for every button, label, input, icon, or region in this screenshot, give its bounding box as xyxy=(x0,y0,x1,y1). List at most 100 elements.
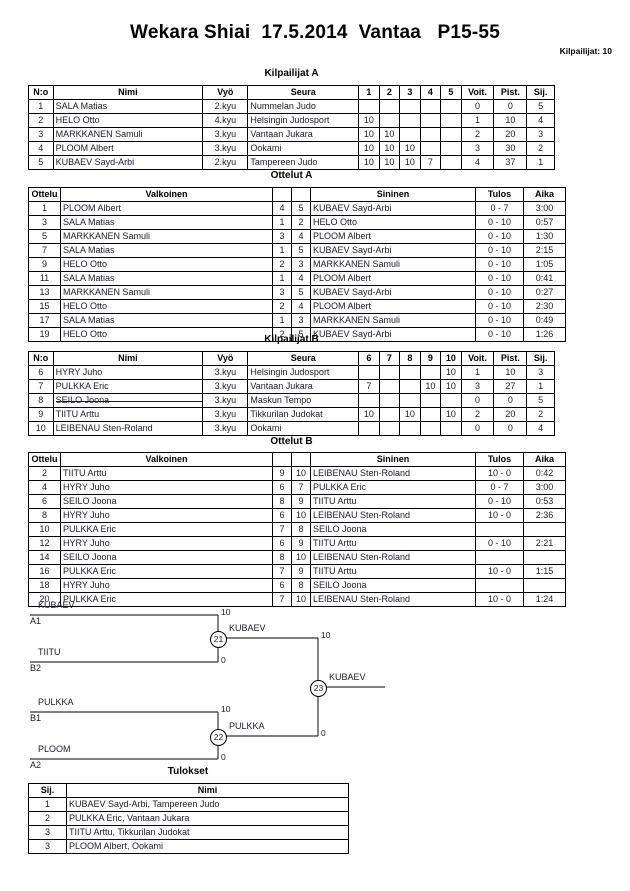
cell-belt: 3.kyu xyxy=(202,393,249,408)
cell-rank: 1 xyxy=(28,797,67,812)
cell-blue-no: 2 xyxy=(291,215,311,230)
cell-wins: 3 xyxy=(460,379,495,394)
cell-match-no: 6 xyxy=(28,494,61,509)
cell-club: Ookami xyxy=(247,421,360,436)
col-m2: 2 xyxy=(378,85,401,100)
cell-wins: 0 xyxy=(460,99,495,114)
cell-white: MARKKANEN Samuli xyxy=(60,285,273,300)
cell-name: TIITU Arttu xyxy=(52,407,204,422)
sf1-node[interactable]: 21 xyxy=(210,631,227,648)
cell-match-no: 13 xyxy=(28,285,61,300)
col-no: N:o xyxy=(28,85,54,100)
cell-time: 1:30 xyxy=(523,229,566,244)
cell-name: SALA Matias xyxy=(52,99,204,114)
cell-belt: 2.kyu xyxy=(202,155,249,170)
cell-match-score xyxy=(378,99,401,114)
cell-time: 1:05 xyxy=(523,257,566,272)
col-match-no: Ottelu xyxy=(28,452,61,467)
cell-belt: 3.kyu xyxy=(202,365,249,380)
cell-result xyxy=(475,522,524,537)
cell-match-no: 11 xyxy=(28,271,61,286)
cell-points: 0 xyxy=(493,393,528,408)
cell-match-no: 16 xyxy=(28,564,61,579)
cell-white: TIITU Arttu xyxy=(60,466,273,481)
cell-points: 20 xyxy=(493,127,528,142)
cell-match-no: 9 xyxy=(28,257,61,272)
cell-club: Maskun Tempo xyxy=(247,393,360,408)
cell-belt: 2.kyu xyxy=(202,99,249,114)
cell-match-score: 10 xyxy=(399,141,421,156)
col-result: Tulos xyxy=(475,187,524,202)
cell-match-score xyxy=(440,155,462,170)
cell-match-score xyxy=(440,141,462,156)
sf2-node[interactable]: 22 xyxy=(210,729,227,746)
cell-result xyxy=(475,550,524,565)
cell-rank: 3 xyxy=(526,127,555,142)
cell-match-no: 3 xyxy=(28,215,61,230)
cell-blue: SEILO Joona xyxy=(310,522,476,537)
cell-no: 8 xyxy=(28,393,54,408)
cell-white-no: 1 xyxy=(272,243,292,258)
cell-match-score: 10 xyxy=(440,407,462,422)
cell-points: 37 xyxy=(493,155,528,170)
cell-white: HYRY Juho xyxy=(60,536,273,551)
cell-blue-no: 5 xyxy=(291,327,311,342)
cell-blue-no: 10 xyxy=(291,466,311,481)
cell-rank: 1 xyxy=(526,155,555,170)
cell-no: 6 xyxy=(28,365,54,380)
cell-match-score xyxy=(399,393,421,408)
cell-match-no: 4 xyxy=(28,480,61,495)
cell-match-score xyxy=(378,379,401,394)
cell-club: Nummelan Judo xyxy=(247,99,360,114)
pool-a-header-row: N:o Nimi Vyö Seura 1 2 3 4 5 Voit. Pist.… xyxy=(28,85,555,100)
col-m1: 1 xyxy=(358,85,380,100)
cell-match-score: 10 xyxy=(378,155,401,170)
cell-match-score xyxy=(419,365,442,380)
cell-result: 10 - 0 xyxy=(475,564,524,579)
cell-blue-no: 8 xyxy=(291,522,311,537)
bracket-entry-name-3: PULKKA xyxy=(38,697,74,707)
matches-b-header-row: Ottelu Valkoinen Sininen Tulos Aika xyxy=(28,452,566,467)
sf2-top-score: 10 xyxy=(221,704,231,714)
cell-no: 5 xyxy=(28,155,54,170)
cell-white: HYRY Juho xyxy=(60,508,273,523)
pool-b-table: N:o Nimi Vyö Seura 6 7 8 9 10 Voit. Pist… xyxy=(28,351,555,436)
cell-time xyxy=(523,522,566,537)
cell-match-score xyxy=(358,365,380,380)
cell-match-score xyxy=(378,421,401,436)
cell-match-score: 7 xyxy=(358,379,380,394)
col-time: Aika xyxy=(523,187,566,202)
cell-no: 7 xyxy=(28,379,54,394)
cell-white: PULKKA Eric xyxy=(60,564,273,579)
col-m9: 9 xyxy=(419,351,442,366)
cell-name: KUBAEV Sayd-Arbi, Tampereen Judo xyxy=(66,797,349,812)
cell-blue-no: 7 xyxy=(291,480,311,495)
cell-blue: TIITU Arttu xyxy=(310,564,476,579)
final-node[interactable]: 23 xyxy=(310,680,327,697)
cell-club: Vantaan Jukara xyxy=(247,127,360,142)
sf2-bottom-score: 0 xyxy=(221,752,226,762)
cell-match-score xyxy=(419,127,442,142)
cell-white: HYRY Juho xyxy=(60,480,273,495)
col-name: Nimi xyxy=(52,351,204,366)
cell-white-no: 8 xyxy=(272,550,292,565)
cell-name: HELO Otto xyxy=(52,113,204,128)
cell-result: 0 - 10 xyxy=(475,271,524,286)
cell-blue-no: 8 xyxy=(291,578,311,593)
cell-white-no: 1 xyxy=(272,271,292,286)
cell-white: SALA Matias xyxy=(60,215,273,230)
col-blue: Sininen xyxy=(310,452,476,467)
cell-match-no: 12 xyxy=(28,536,61,551)
cell-name: PULKKA Eric xyxy=(52,379,204,394)
col-blue-no xyxy=(291,452,311,467)
